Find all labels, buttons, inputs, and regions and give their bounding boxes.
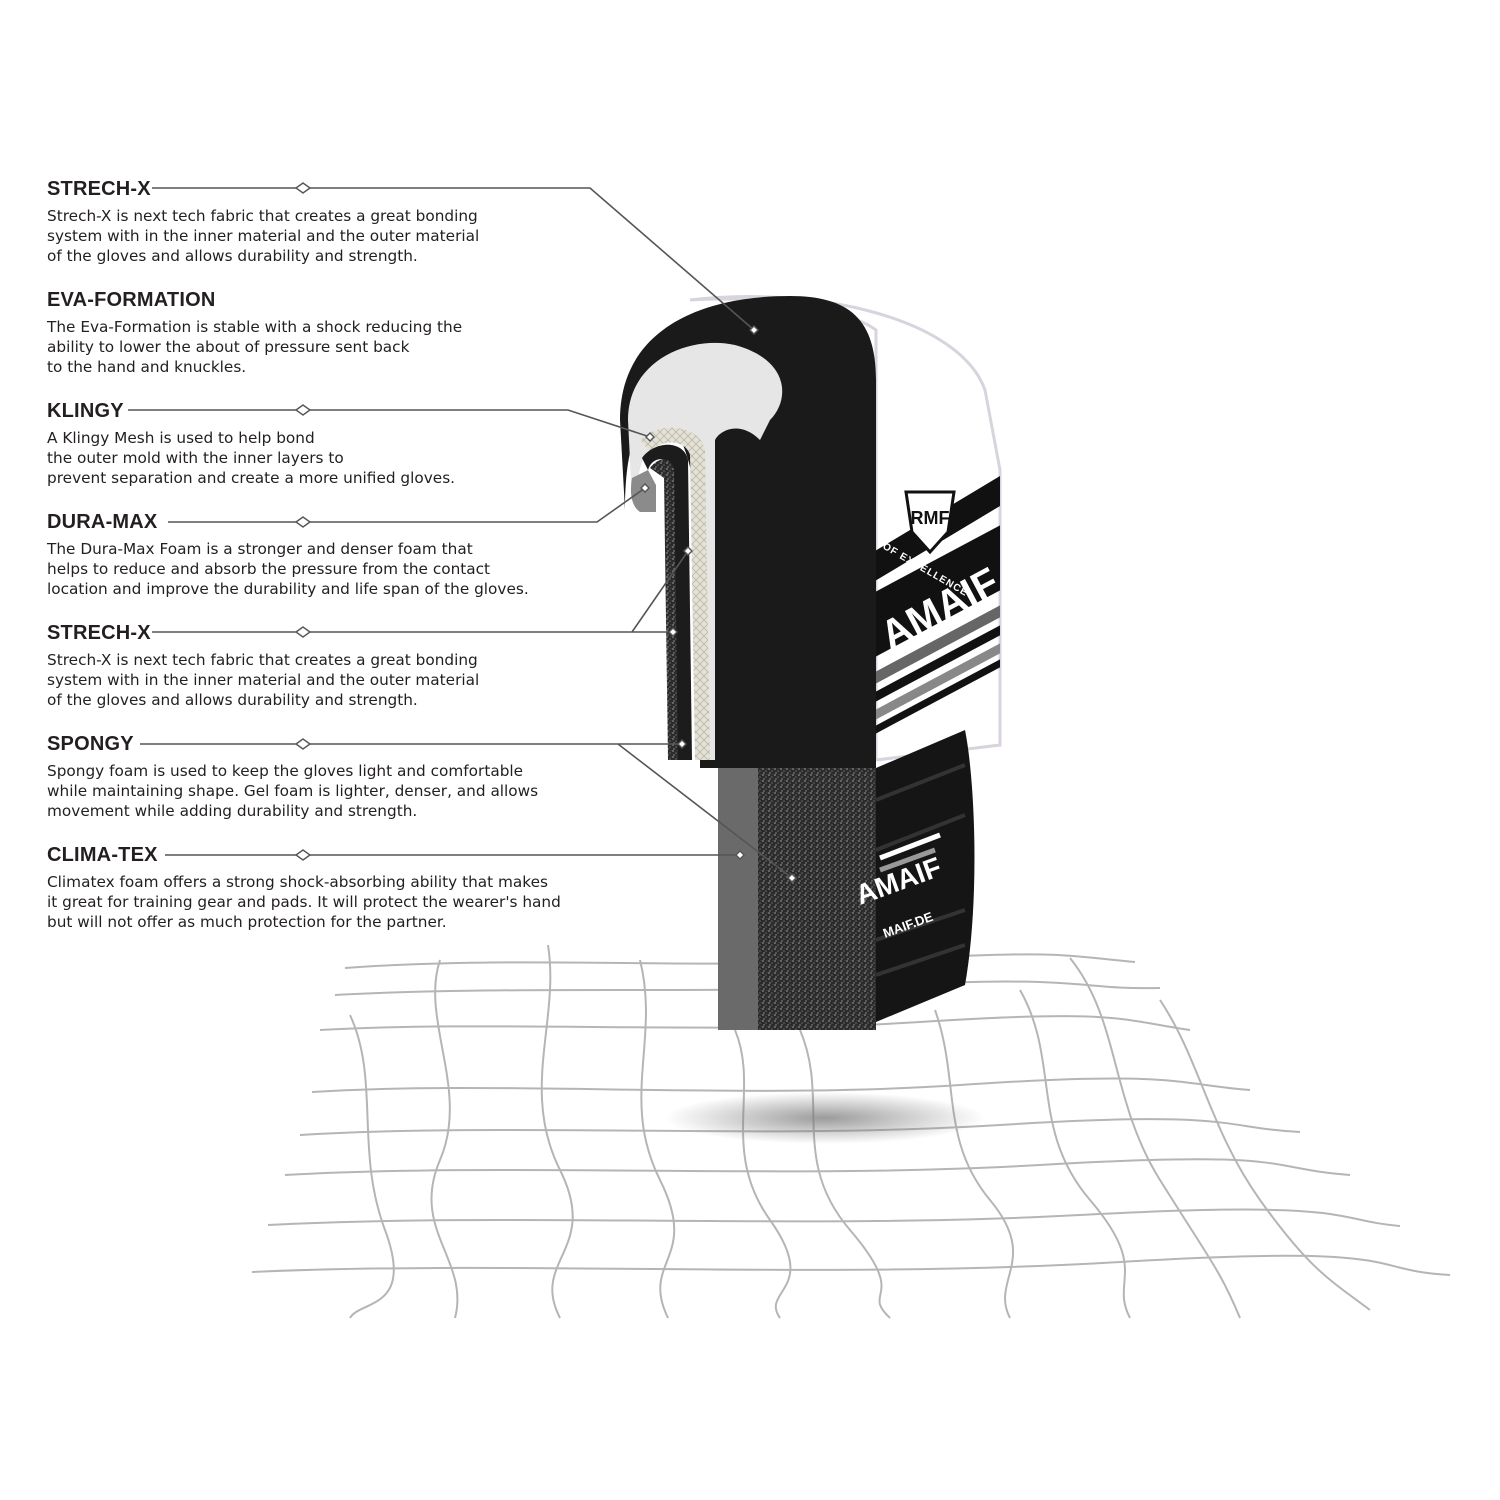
leader-lines <box>128 187 793 879</box>
brand-logo-icon: RMF <box>904 490 956 555</box>
dura-max-foam <box>650 459 678 760</box>
layer-description: The Eva-Formation is stable with a shock… <box>47 318 463 376</box>
layer-title: CLIMA-TEX <box>47 844 158 866</box>
layer-title: STRECH-X <box>47 178 151 200</box>
leader-node-icon <box>645 432 655 442</box>
leader-node-icon <box>749 325 759 335</box>
layer-title: DURA-MAX <box>47 511 158 533</box>
glove-shadow <box>665 1092 985 1144</box>
layer-title: SPONGY <box>47 733 134 755</box>
leader-node-icon <box>683 546 693 556</box>
layer-description: Strech-X is next tech fabric that create… <box>47 207 480 265</box>
dura-max-layer <box>642 444 692 760</box>
leader-node-icon <box>294 182 312 194</box>
leader-node-icon <box>294 516 312 528</box>
leader-node-icon <box>294 626 312 638</box>
glove-cuff: AMAIF MAIF.DE <box>718 730 975 1030</box>
klingy-mesh-layer <box>640 427 710 760</box>
layer-description: Climatex foam offers a strong shock-abso… <box>47 873 561 931</box>
leader-node-icon <box>640 483 650 493</box>
layer-description: Spongy foam is used to keep the gloves l… <box>47 762 539 820</box>
glove-outer-shell: RMF OF EXCELLENCE AMAIF <box>689 295 1006 762</box>
leader-node-icon <box>677 739 687 749</box>
leader-node-icon <box>294 849 312 861</box>
leader-nodes <box>294 182 797 883</box>
layer-description: A Klingy Mesh is used to help bond the o… <box>47 429 456 487</box>
leader-node-icon <box>294 404 312 416</box>
layer-title: KLINGY <box>47 400 124 422</box>
leader-node-icon <box>294 738 312 750</box>
leader-node-icon <box>668 627 678 637</box>
brand-mark: RMF <box>911 508 950 528</box>
layer-description: Strech-X is next tech fabric that create… <box>47 651 480 709</box>
layer-title: EVA-FORMATION <box>47 289 216 311</box>
layer-title: STRECH-X <box>47 622 151 644</box>
leader-node-icon <box>735 850 745 860</box>
leader-node-icon <box>787 873 797 883</box>
layer-description: The Dura-Max Foam is a stronger and dens… <box>47 540 529 598</box>
